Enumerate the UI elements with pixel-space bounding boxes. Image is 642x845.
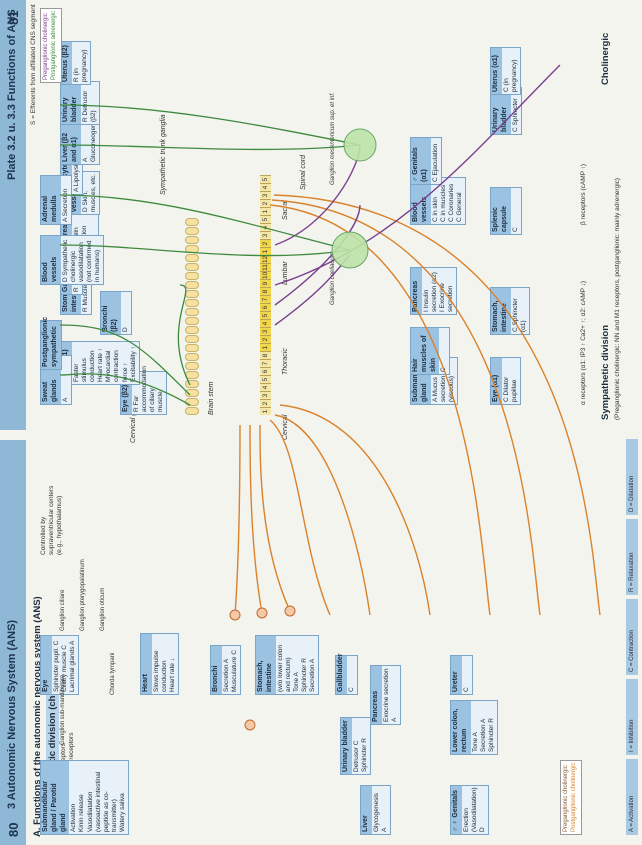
- parasympathetic-fibers: [234, 194, 601, 616]
- sympathetic-postganglionic: [59, 104, 361, 406]
- sympathetic-preganglionic: [274, 64, 561, 326]
- parasympathetic-ganglia: [229, 605, 296, 731]
- sympathetic-ganglia-circles: [331, 128, 377, 269]
